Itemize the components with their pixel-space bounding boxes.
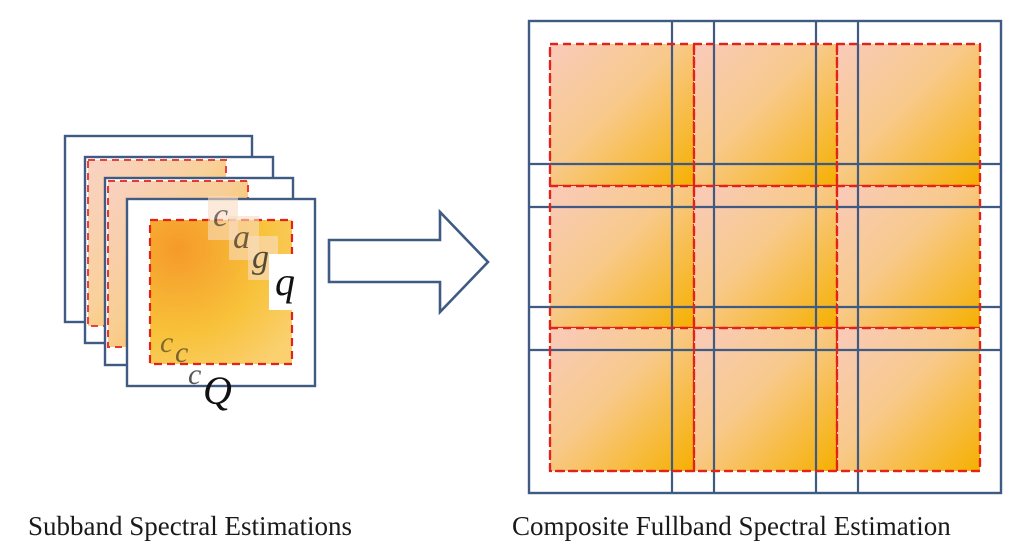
subband-caption: Subband Spectral Estimations: [28, 511, 352, 541]
composite-tile-r3c2: [692, 326, 839, 473]
q-label-box: [269, 254, 299, 310]
composite-dashed-overlay: [548, 42, 982, 473]
composite-tile-r2c2: [692, 184, 839, 330]
subband-count-label: Q: [203, 368, 232, 413]
dashed-outer: [548, 42, 982, 473]
ghost-label-mid: a: [233, 219, 250, 256]
composite-grid: [527, 19, 1003, 495]
ghost-label-front: g: [252, 239, 269, 276]
composite-tile-r1c1: [548, 42, 696, 188]
composite-frame-lines: [529, 21, 1001, 493]
ghost-bottom-2: c: [175, 336, 188, 369]
composite-tile-r3c1: [548, 326, 696, 473]
composite-caption: Composite Fullband Spectral Estimation: [512, 511, 951, 541]
ghost-bottom-1: c: [160, 326, 173, 359]
subband-stack: c a g q c c c Q: [63, 134, 317, 413]
transform-arrow: [327, 208, 490, 316]
composite-tiles: [548, 42, 982, 473]
ghost-label-back: c: [213, 197, 228, 234]
subband-index-label: q: [275, 259, 295, 304]
ghost-bottom-3: c: [188, 358, 201, 391]
composite-tile-r1c2: [692, 42, 839, 188]
arrow-shape: [327, 208, 490, 316]
composite-tile-r1c3: [835, 42, 982, 188]
composite-tile-r2c1: [548, 184, 696, 330]
